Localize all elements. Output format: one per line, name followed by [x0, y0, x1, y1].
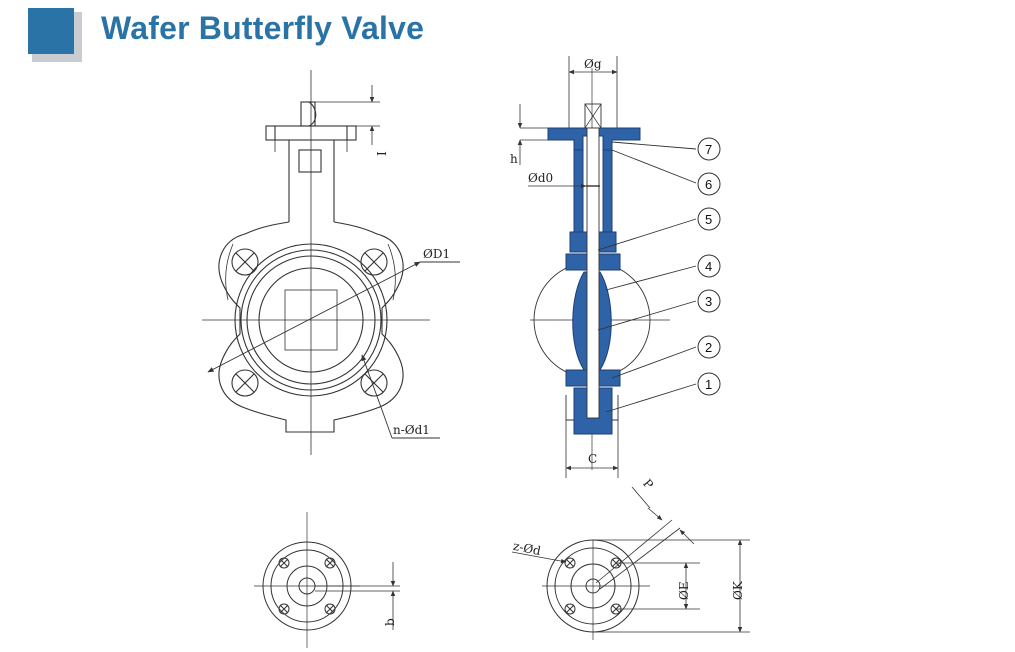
callout-2: 2 [697, 335, 721, 359]
top-width-label: Øg [584, 57, 602, 71]
holes-label: n-Ød1 [393, 423, 430, 437]
bottom-left-view [254, 512, 400, 648]
body-width-label: C [588, 452, 597, 466]
section-view [530, 68, 670, 470]
front-view [202, 70, 460, 455]
svg-text:4: 4 [705, 259, 712, 274]
callout-4: 4 [697, 254, 721, 278]
page-title: Wafer Butterfly Valve [101, 10, 425, 46]
svg-text:2: 2 [705, 340, 712, 355]
height-label: I [375, 151, 389, 156]
shaft-dia-label: Ød0 [528, 171, 553, 185]
svg-text:5: 5 [705, 212, 712, 227]
callout-3: 3 [697, 289, 721, 313]
callout-6: 6 [697, 172, 721, 196]
svg-text:3: 3 [705, 294, 712, 309]
callout-7: 7 [697, 137, 721, 161]
key-height-label: b [383, 618, 397, 626]
hole-label: z-Ød [512, 539, 543, 559]
bore-diameter-label: ØD1 [423, 247, 450, 261]
callout-1: 1 [697, 372, 721, 396]
pcd-label: ØE [677, 581, 691, 600]
callout-5: 5 [697, 207, 721, 231]
callout-leaders [597, 141, 697, 413]
svg-text:1: 1 [705, 377, 712, 392]
outer-dia-label: ØK [731, 580, 745, 600]
svg-text:7: 7 [705, 142, 712, 157]
bottom-right-view [511, 486, 750, 640]
flange-thickness-label: h [510, 152, 518, 166]
header-square [28, 8, 74, 54]
svg-text:6: 6 [705, 177, 712, 192]
key-label: P [640, 476, 656, 491]
